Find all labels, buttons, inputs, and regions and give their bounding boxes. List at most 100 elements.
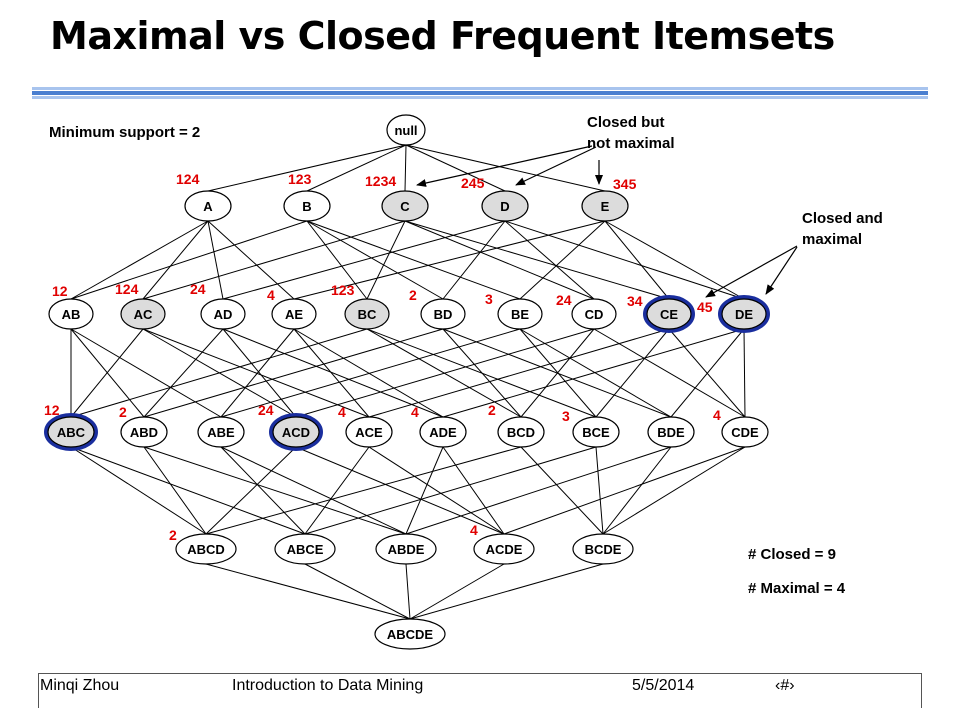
edge-null-A bbox=[207, 144, 407, 192]
node-label-bd: BD bbox=[434, 307, 453, 322]
node-abce: ABCE bbox=[274, 533, 336, 565]
node-label-b: B bbox=[302, 199, 311, 214]
callout-arrow-2 bbox=[515, 146, 597, 186]
callout-arrow-4 bbox=[705, 245, 798, 298]
edge-C-CE bbox=[404, 220, 670, 300]
edge-BCE-BCDE bbox=[595, 446, 604, 535]
node-label-bce: BCE bbox=[582, 425, 610, 440]
support-label-e: 345 bbox=[613, 176, 637, 192]
node-abcd: ABCD bbox=[175, 533, 237, 565]
node-label-cd: CD bbox=[585, 307, 604, 322]
edge-A-AB bbox=[70, 220, 209, 300]
edge-ABC-ABCE bbox=[70, 446, 306, 535]
node-label-null: null bbox=[394, 123, 417, 138]
edge-A-AE bbox=[207, 220, 295, 300]
support-label-de: 45 bbox=[697, 299, 713, 315]
node-e: E bbox=[581, 190, 629, 222]
edge-ACE-ACDE bbox=[368, 446, 505, 535]
node-bd: BD bbox=[420, 298, 466, 330]
support-label-bce: 3 bbox=[562, 408, 570, 424]
support-label-ce: 34 bbox=[627, 293, 643, 309]
closed-not-maximal-line-1: Closed but bbox=[587, 114, 665, 131]
edge-AD-ABD bbox=[143, 328, 224, 418]
edge-E-CE bbox=[604, 220, 670, 300]
support-label-bc: 123 bbox=[331, 282, 355, 298]
edge-BE-ABE bbox=[220, 328, 521, 418]
edge-A-AD bbox=[207, 220, 224, 300]
edge-CE-BCE bbox=[595, 328, 670, 418]
node-ab: AB bbox=[48, 298, 94, 330]
node-label-ab: AB bbox=[62, 307, 81, 322]
slide-title: Maximal vs Closed Frequent Itemsets bbox=[50, 14, 835, 58]
node-de: DE bbox=[718, 295, 770, 333]
support-label-ac: 124 bbox=[115, 281, 139, 297]
edge-ABE-ABCE bbox=[220, 446, 306, 535]
node-label-abc: ABC bbox=[57, 425, 86, 440]
node-ac: AC bbox=[120, 298, 166, 330]
closed-and-maximal-line-2: maximal bbox=[802, 231, 863, 248]
node-ae: AE bbox=[271, 298, 317, 330]
node-label-bde: BDE bbox=[657, 425, 685, 440]
edge-D-DE bbox=[504, 220, 745, 300]
edge-BD-BCD bbox=[442, 328, 522, 418]
closed-not-maximal-note: Closed but not maximal bbox=[587, 112, 675, 154]
edge-BDE-ABDE bbox=[405, 446, 672, 535]
support-label-b: 123 bbox=[288, 171, 312, 187]
edge-CDE-ACDE bbox=[503, 446, 746, 535]
edge-AE-ADE bbox=[293, 328, 444, 418]
node-label-abd: ABD bbox=[130, 425, 158, 440]
footer-frame bbox=[38, 673, 922, 708]
node-ace: ACE bbox=[345, 416, 393, 448]
edge-AB-ABE bbox=[70, 328, 222, 418]
support-label-be: 3 bbox=[485, 291, 493, 307]
edge-ACD-ACDE bbox=[295, 446, 505, 535]
edge-AC-ACE bbox=[142, 328, 370, 418]
support-label-acd: 24 bbox=[258, 402, 274, 418]
node-label-a: A bbox=[203, 199, 213, 214]
node-c: C bbox=[381, 190, 429, 222]
edge-E-DE bbox=[604, 220, 745, 300]
node-bce: BCE bbox=[572, 416, 620, 448]
maximal-count: # Maximal = 4 bbox=[748, 580, 846, 597]
node-label-ad: AD bbox=[214, 307, 233, 322]
support-label-d: 245 bbox=[461, 175, 485, 191]
node-ade: ADE bbox=[419, 416, 467, 448]
edge-BCE-ABCE bbox=[304, 446, 597, 535]
support-label-ab: 12 bbox=[52, 283, 68, 299]
node-bde: BDE bbox=[647, 416, 695, 448]
node-label-ae: AE bbox=[285, 307, 303, 322]
node-label-d: D bbox=[500, 199, 509, 214]
node-label-e: E bbox=[601, 199, 610, 214]
node-abe: ABE bbox=[197, 416, 245, 448]
support-label-ae: 4 bbox=[267, 287, 275, 303]
node-a: A bbox=[184, 190, 232, 222]
node-abd: ABD bbox=[120, 416, 168, 448]
edge-null-E bbox=[405, 144, 606, 192]
support-label-ad: 24 bbox=[190, 281, 206, 297]
edge-E-AE bbox=[293, 220, 606, 300]
edge-AE-ACE bbox=[293, 328, 370, 418]
node-bcd: BCD bbox=[497, 416, 545, 448]
closed-count: # Closed = 9 bbox=[748, 546, 836, 563]
edge-AE-ABE bbox=[220, 328, 295, 418]
edge-C-AC bbox=[142, 220, 406, 300]
closed-and-maximal-line-1: Closed and bbox=[802, 210, 883, 227]
closed-and-maximal-note: Closed and maximal bbox=[802, 208, 883, 250]
edge-B-AB bbox=[70, 220, 308, 300]
support-label-c: 1234 bbox=[365, 173, 396, 189]
edge-D-AD bbox=[222, 220, 506, 300]
edge-ABCE-ABCDE bbox=[304, 563, 411, 620]
node-label-de: DE bbox=[735, 307, 753, 322]
edge-ACDE-ABCDE bbox=[409, 563, 505, 620]
node-label-c: C bbox=[400, 199, 410, 214]
edge-CD-ACD bbox=[295, 328, 595, 418]
support-label-bd: 2 bbox=[409, 287, 417, 303]
edge-ABC-ABCD bbox=[70, 446, 207, 535]
edge-DE-ADE bbox=[442, 328, 745, 418]
edge-null-C bbox=[404, 144, 407, 192]
node-label-acde: ACDE bbox=[486, 542, 523, 557]
node-label-acd: ACD bbox=[282, 425, 310, 440]
support-label-abd: 2 bbox=[119, 404, 127, 420]
edge-CDE-BCDE bbox=[602, 446, 746, 535]
